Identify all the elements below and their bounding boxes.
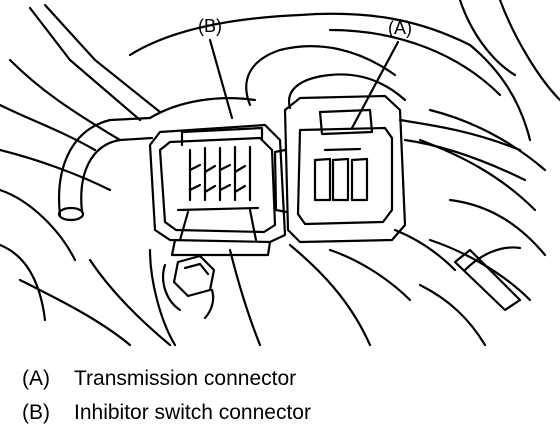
legend-text: Inhibitor switch connector [74,401,311,424]
legend-item-b: (B) Inhibitor switch connector [22,396,542,430]
callout-label-a: (A) [388,18,412,38]
background-structure [0,0,560,347]
inhibitor-switch-connector [148,123,287,257]
coolant-tube [57,116,154,222]
legend-item-a: (A) Transmission connector [22,362,542,396]
leader-line-a [350,40,400,130]
legend-key: (A) [22,367,50,390]
transmission-connector [273,94,407,244]
mounting-bolt [162,254,216,320]
legend: (A) Transmission connector (B) Inhibitor… [22,362,542,430]
legend-key: (B) [22,401,50,424]
wire-harness [148,45,527,182]
callout-label-b: (B) [198,16,222,36]
connector-illustration: (B) (A) [0,0,560,347]
leader-line-b [208,38,234,120]
legend-text: Transmission connector [74,367,297,390]
